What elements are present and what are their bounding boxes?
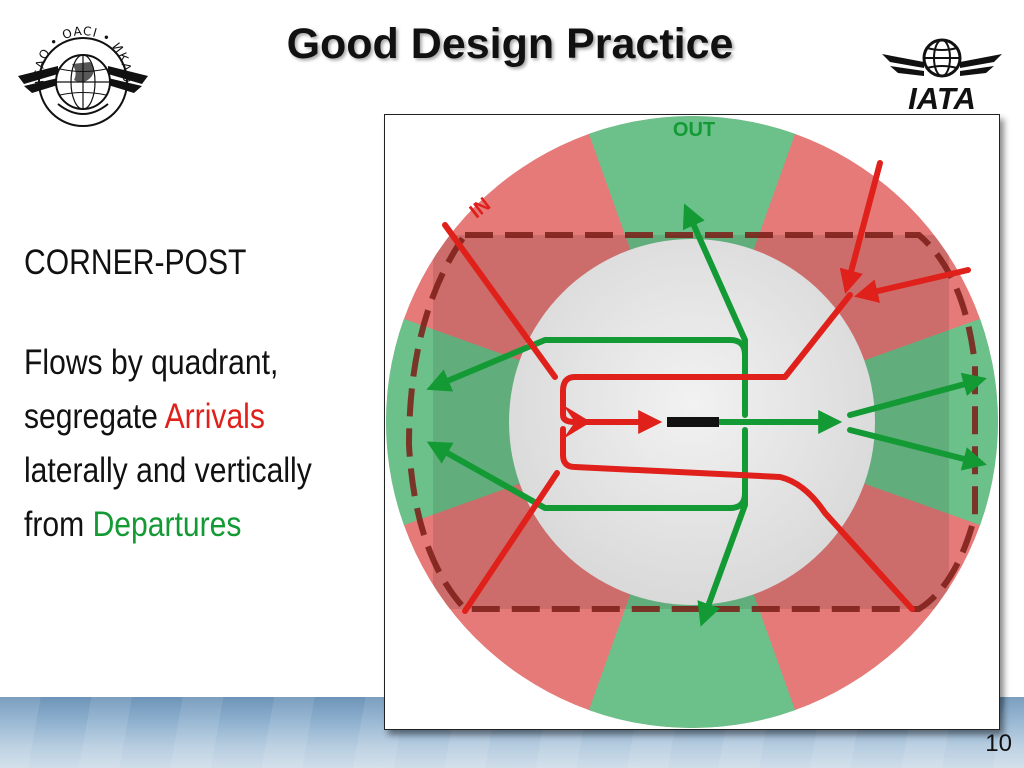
arrival-merge-point [563, 405, 591, 439]
slide-body: CORNER-POST Flows by quadrant, segregate… [24, 236, 342, 552]
iata-logo: IATA [882, 38, 1002, 112]
corner-post-diagram-svg: OUT IN [386, 116, 998, 728]
body-line-2: segregate Arrivals [24, 390, 342, 444]
icao-logo: ICAO • OACI • ИКАО [18, 24, 148, 127]
arrival-routes [442, 160, 971, 614]
corner-post-diagram: OUT IN [384, 114, 1000, 730]
body-line-4-text: from [24, 505, 85, 544]
body-line-4: from Departures [24, 498, 342, 552]
page-number: 10 [985, 730, 1012, 757]
runway [667, 417, 719, 427]
airspace-boundary [405, 232, 978, 612]
departures-highlight: Departures [92, 505, 242, 544]
iata-logo-text: IATA [908, 81, 976, 112]
concept-heading: CORNER-POST [24, 243, 247, 282]
slide-title: Good Design Practice [286, 20, 734, 68]
out-label: OUT [673, 119, 715, 141]
body-line-1: Flows by quadrant, [24, 343, 279, 382]
body-line-3: laterally and vertically [24, 451, 312, 490]
arrivals-highlight: Arrivals [164, 397, 265, 436]
departure-routes [426, 203, 987, 627]
body-line-2-text: segregate [24, 397, 158, 436]
